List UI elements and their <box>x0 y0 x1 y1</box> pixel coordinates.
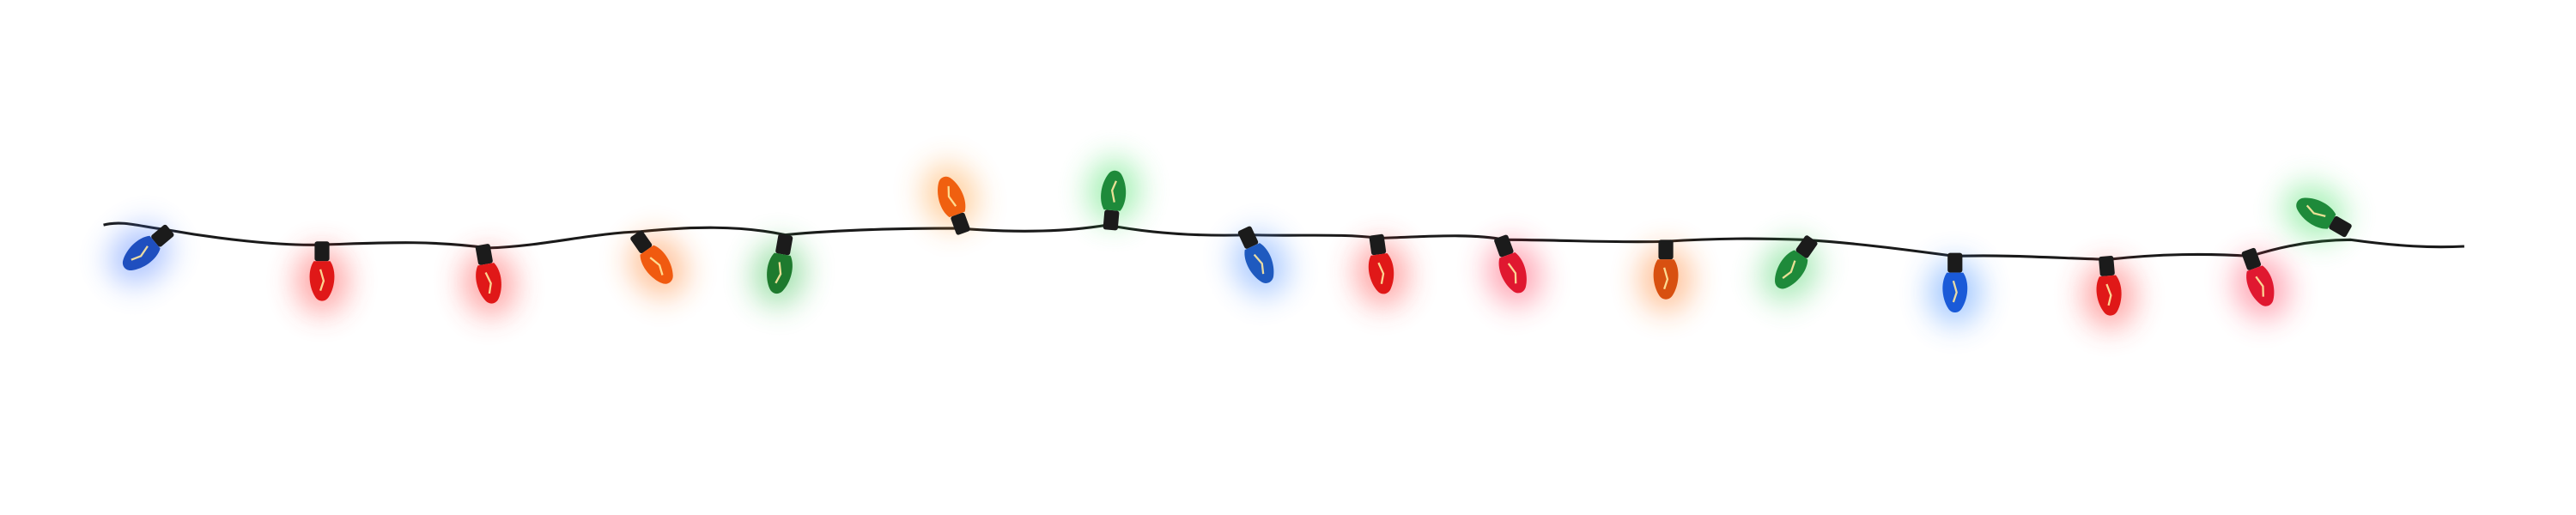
bulb-glass <box>309 261 335 301</box>
bulb-glass <box>122 235 161 270</box>
bulb-glass <box>2246 265 2275 306</box>
bulb-blue <box>109 224 174 284</box>
bulb-socket <box>475 244 493 265</box>
bulb-highlight <box>1377 262 1385 284</box>
bulb-highlight <box>947 185 957 207</box>
bulb-glass <box>640 245 673 284</box>
bulb-socket <box>630 230 653 253</box>
bulb-socket <box>1237 226 1259 249</box>
bulb-red <box>2082 255 2136 329</box>
bulb-orange <box>629 230 687 297</box>
bulb-glass <box>1368 253 1394 294</box>
bulb-red <box>1355 233 1408 307</box>
bulb-glass <box>2096 275 2122 316</box>
bulb-highlight <box>319 269 325 292</box>
bulb-socket <box>1369 233 1387 256</box>
bulb-socket <box>951 212 970 235</box>
bulb-red <box>462 244 516 317</box>
bulb-socket <box>1658 239 1674 260</box>
bulb-highlight <box>2255 276 2264 297</box>
bulb-glass <box>938 176 966 218</box>
bulb-socket <box>2241 247 2262 270</box>
bulb-glass <box>476 263 501 304</box>
bulb-green <box>1760 235 1819 302</box>
bulb-glass <box>1653 259 1679 300</box>
bulb-glass <box>1101 170 1127 211</box>
bulb-red <box>295 241 349 314</box>
bulb-socket <box>151 224 174 247</box>
bulb-green <box>752 233 806 306</box>
bulb-highlight <box>131 245 149 261</box>
bulb-red <box>2234 247 2289 319</box>
bulb-glass <box>1498 252 1527 294</box>
bulb-red <box>1486 234 1541 306</box>
bulb-green <box>2283 184 2352 240</box>
bulb-highlight <box>2306 204 2326 217</box>
bulb-blue <box>1929 252 1982 325</box>
bulb-highlight <box>775 262 782 284</box>
bulb-socket <box>314 241 330 262</box>
bulb-highlight <box>649 257 664 276</box>
bulb-socket <box>1795 235 1818 258</box>
bulb-glass <box>1244 243 1274 283</box>
bulb-socket <box>1103 209 1120 231</box>
bulb-orange <box>1639 239 1692 312</box>
bulb-highlight <box>2105 283 2112 306</box>
bulb-socket <box>2329 215 2352 238</box>
bulb-orange <box>923 163 978 235</box>
bulb-socket <box>1494 234 1514 258</box>
bulb-highlight <box>1952 280 1958 303</box>
bulb-socket <box>1947 252 1963 273</box>
bulb-highlight <box>1663 267 1669 290</box>
bulb-glass <box>1942 272 1968 312</box>
bulb-green <box>1087 157 1140 231</box>
bulb-highlight <box>1110 180 1117 203</box>
bulb-socket <box>2099 255 2115 276</box>
bulb-socket <box>775 233 793 256</box>
bulb-highlight <box>1782 260 1796 279</box>
bulb-highlight <box>1253 253 1265 275</box>
bulb-highlight <box>484 271 492 294</box>
bulb-highlight <box>1507 263 1517 284</box>
bulb-blue <box>1232 226 1289 296</box>
